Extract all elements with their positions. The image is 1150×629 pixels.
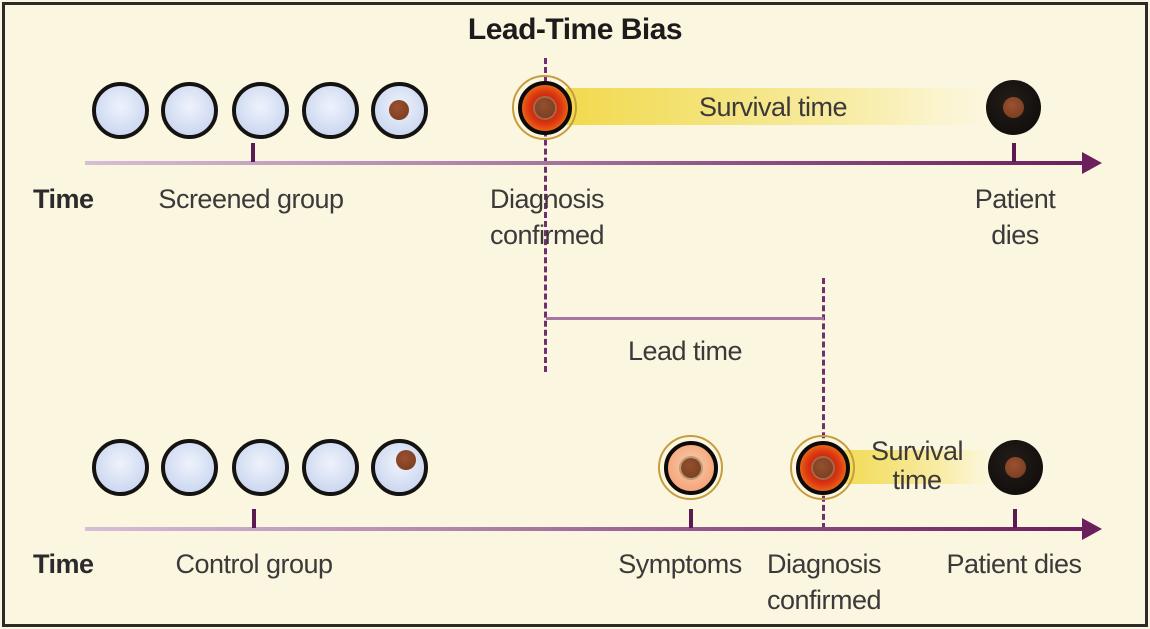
survival-time-band: [566, 88, 988, 125]
diagnosed-tumor-cell-icon: [512, 75, 577, 140]
figure-title: Lead-Time Bias: [467, 13, 683, 46]
diagnosis-confirmed-label: Diagnosis confirmed: [766, 549, 882, 615]
healthy-cell-icon: [302, 82, 359, 139]
tumor-nucleus-icon: [534, 97, 555, 118]
patient-dies-label: Patient dies: [974, 184, 1056, 250]
control-group-tick: [252, 509, 256, 528]
healthy-cell-icon: [161, 82, 218, 139]
tumor-nucleus-icon: [680, 457, 701, 478]
patient-dies-tick: [1012, 143, 1016, 162]
tumor-nucleus-icon: [389, 100, 409, 120]
diagnosis-confirmed-label: Diagnosis confirmed: [489, 184, 605, 250]
symptoms-tick: [689, 509, 693, 528]
diagnosed-tumor-cell-icon: [790, 435, 855, 500]
tumor-nucleus-icon: [396, 450, 416, 470]
dead-cell-nucleus-icon: [1003, 97, 1024, 118]
survival-time-label: Survival time: [698, 92, 848, 122]
early-tumor-cell-icon: [371, 439, 428, 496]
survival-time-label: Survival time: [870, 436, 964, 495]
diagnosis-dashed-line: [544, 58, 547, 372]
timeline-arrowhead-icon: [1082, 518, 1102, 540]
tumor-nucleus-icon: [812, 457, 833, 478]
healthy-cell-icon: [92, 82, 149, 139]
screened-group-label: Screened group: [158, 184, 344, 214]
dead-cell-nucleus-icon: [1005, 457, 1026, 478]
timeline-axis: [85, 161, 1085, 165]
symptomatic-tumor-cell-icon: [658, 435, 723, 500]
lead-time-line: [546, 317, 824, 320]
lead-time-label: Lead time: [627, 336, 743, 366]
timeline-axis: [85, 527, 1085, 531]
symptoms-label: Symptoms: [618, 549, 742, 579]
healthy-cell-icon: [232, 439, 289, 496]
healthy-cell-icon: [92, 439, 149, 496]
patient-dies-label: Patient dies: [946, 549, 1082, 579]
healthy-cell-icon: [232, 82, 289, 139]
screened-group-tick: [251, 143, 255, 162]
healthy-cell-icon: [161, 439, 218, 496]
time-axis-label: Time: [33, 184, 94, 214]
survival-time-band: [834, 450, 992, 484]
dead-cell-icon: [986, 80, 1041, 135]
healthy-cell-icon: [302, 439, 359, 496]
dead-cell-icon: [988, 440, 1043, 495]
time-axis-label: Time: [33, 549, 94, 579]
control-group-label: Control group: [175, 549, 333, 579]
timeline-arrowhead-icon: [1082, 152, 1102, 174]
early-tumor-cell-icon: [371, 82, 428, 139]
diagnosis-dashed-line: [822, 278, 825, 529]
patient-dies-tick: [1013, 509, 1017, 528]
